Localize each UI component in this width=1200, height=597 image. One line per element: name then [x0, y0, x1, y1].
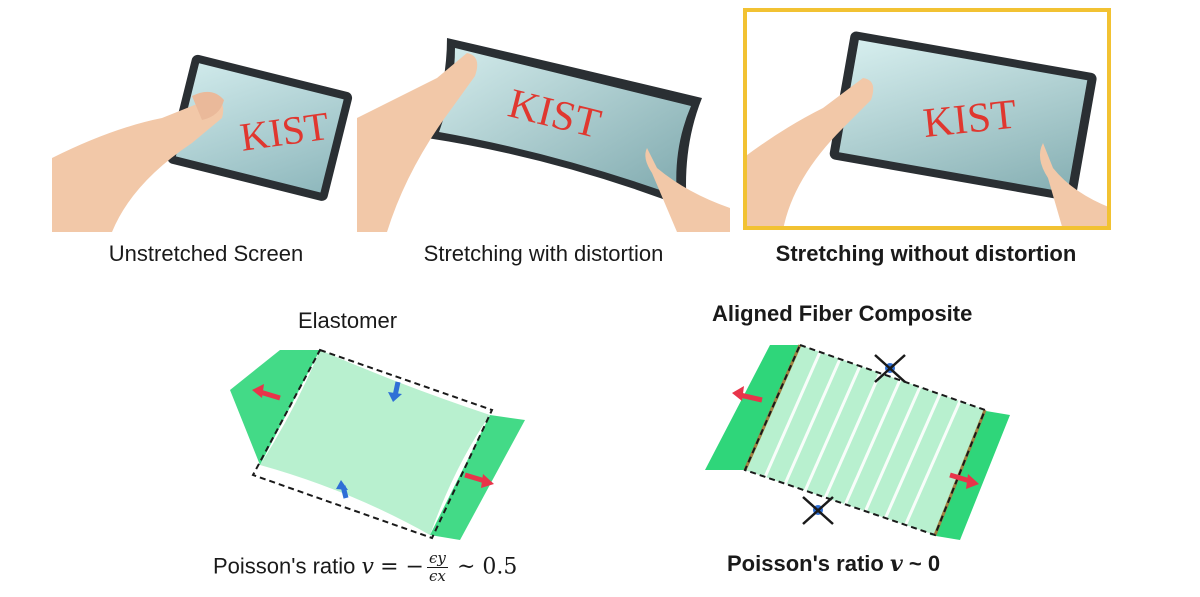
caption-unstretched: Unstretched Screen	[108, 241, 304, 266]
stretching-without-distortion-photo: KIST	[743, 8, 1111, 230]
unstretched-screen-photo: KIST	[52, 8, 360, 232]
elastomer-diagram	[220, 340, 530, 550]
right-tension-arrow	[949, 472, 971, 484]
aligned-fiber-composite-diagram	[700, 340, 1020, 540]
right-tension-arrow	[464, 472, 486, 484]
composite-poisson-ratio: Poisson's ratio v ~ 0	[727, 551, 941, 577]
highlight-border	[743, 8, 1111, 230]
elastomer-title: Elastomer	[298, 308, 398, 333]
left-tension-arrow	[259, 389, 281, 401]
aligned-fiber-composite-title: Aligned Fiber Composite	[712, 301, 973, 326]
kist-logo: KIST	[921, 92, 1019, 148]
caption-stretching-without-distortion: Stretching without distortion	[775, 241, 1077, 266]
stretching-with-distortion-photo: KIST	[357, 8, 730, 232]
caption-stretching-with-distortion: Stretching with distortion	[423, 241, 664, 266]
